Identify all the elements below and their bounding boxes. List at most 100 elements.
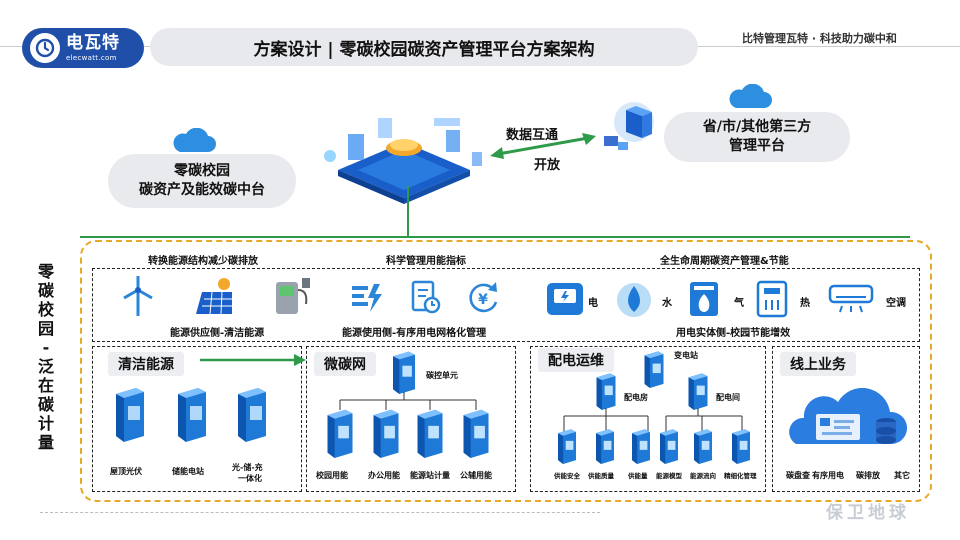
online-item: 有序用电 [812,471,844,480]
server-icon [116,388,144,442]
side-title-char: 碳 [37,395,54,414]
server-icon [238,388,266,442]
clean-item: 光-储-充 [232,463,263,472]
side-title-char: 校 [37,300,54,319]
side-title-char: 零 [37,262,54,281]
meter-report-icon [411,280,441,314]
wind-turbine-icon [123,276,153,316]
server-icon [327,409,353,458]
footer-watermark: 保卫地球 [826,503,910,523]
distribution-title: 配电运维 [538,348,614,372]
clean-item: 一体化 [238,474,262,483]
dist-item: 供能安全 [554,472,580,480]
footer-divider [40,512,600,513]
campus-platform-line1: 零碳校园 [174,163,230,180]
online-business-section [772,346,920,492]
solar-panel-icon [196,278,232,315]
server-icon [732,429,750,464]
micro-item: 办公用能 [368,471,400,480]
gas-flame-icon [690,282,718,316]
micro-item: 能源站计量 [410,471,450,480]
third-party-line1: 省/市/其他第三方 [702,119,812,136]
side-title-char: 泛 [37,357,54,376]
utility-label-gas: 气 [734,298,744,309]
utility-label-ac: 空调 [886,298,906,309]
micro-grid-section [306,346,516,492]
water-drop-icon [617,283,651,317]
yuan-cycle-icon: ¥ [469,282,498,313]
server-icon [694,429,712,464]
online-item: 其它 [894,471,910,480]
campus-platform-label: 零碳校园 碳资产及能效碳中台 [108,154,296,208]
dist-item: 能源流向 [690,472,716,480]
dist-item: 供能质量 [588,472,614,480]
server-icon [373,409,399,458]
group1-subtitle: 能源供应侧-清洁能源 [170,328,265,339]
server-cluster-icon [604,102,654,150]
logo: 电瓦特 elecwatt.com [22,28,144,68]
utility-label-water: 水 [662,298,672,309]
connector-line [407,186,409,236]
server-icon [596,373,616,410]
logo-subtitle: elecwatt.com [66,53,117,62]
data-exchange-label: 数据互通 [506,128,559,143]
cloud-dashboard-icon [789,388,907,444]
connector-line [80,236,910,238]
server-icon [558,429,576,464]
distribution-room-label: 配电房 [624,393,648,402]
side-title-char: 计 [37,414,54,433]
slogan: 比特管理瓦特 · 科技助力碳中和 [742,32,897,45]
third-party-line2: 管理平台 [729,138,785,154]
campus-metering-container [80,240,932,502]
carbon-control-unit-label: 碳控单元 [426,371,458,380]
campus-platform-line2: 碳资产及能效碳中台 [139,182,265,198]
electric-meter-icon [547,283,583,315]
air-conditioner-icon [828,284,874,313]
distribution-interval-label: 配电间 [716,393,740,402]
dist-item: 供能量 [628,472,648,480]
side-title-char: 量 [37,433,54,452]
open-label: 开放 [534,158,561,173]
server-icon [463,409,489,458]
micro-grid-title: 微碳网 [314,352,376,376]
server-icon [660,429,678,464]
online-item: 碳盘查 [786,471,810,480]
group1-title: 转换能源结构减少碳排放 [148,256,258,267]
micro-item: 校园用能 [316,471,348,480]
arrow-right-icon [200,354,306,366]
group3-subtitle: 用电实体侧-校园节能增效 [676,328,791,339]
online-business-title: 线上业务 [780,352,856,376]
logo-name: 电瓦特 [66,32,120,53]
tree-connector [563,408,743,432]
page-title: 方案设计 | 零碳校园碳资产管理平台方案架构 [150,28,698,66]
cloud-icon [173,128,216,152]
energy-flow-icon [352,284,382,312]
side-title: 零 碳 校 园 - 泛 在 碳 计 量 [34,262,58,452]
clean-energy-section [92,346,302,492]
side-title-char: 在 [37,376,54,395]
clean-item: 储能电站 [172,467,204,476]
side-title-char: 碳 [37,281,54,300]
server-icon [644,351,664,388]
side-title-char: 园 [37,319,54,338]
substation-label: 变电站 [674,351,698,360]
third-party-platform-label: 省/市/其他第三方 管理平台 [664,112,850,162]
distribution-section [530,346,766,492]
group3-title: 全生命周期碳资产管理&节能 [660,256,789,267]
charging-station-icon [276,278,310,314]
heat-meter-icon [756,280,788,318]
clean-item: 屋顶光伏 [110,467,142,476]
group2-title: 科学管理用能指标 [386,256,466,267]
server-icon [632,429,650,464]
dist-item: 能源模型 [656,472,682,480]
double-arrow-icon [490,133,596,159]
group2-subtitle: 能源使用侧-有序用电网格化管理 [342,328,487,339]
utility-label-heat: 热 [800,298,810,309]
strategy-row [92,268,920,342]
server-icon [596,429,614,464]
central-platform-icon [324,118,482,204]
server-icon [393,351,415,394]
side-title-char: - [42,338,50,357]
utility-label-electric: 电 [588,298,598,309]
